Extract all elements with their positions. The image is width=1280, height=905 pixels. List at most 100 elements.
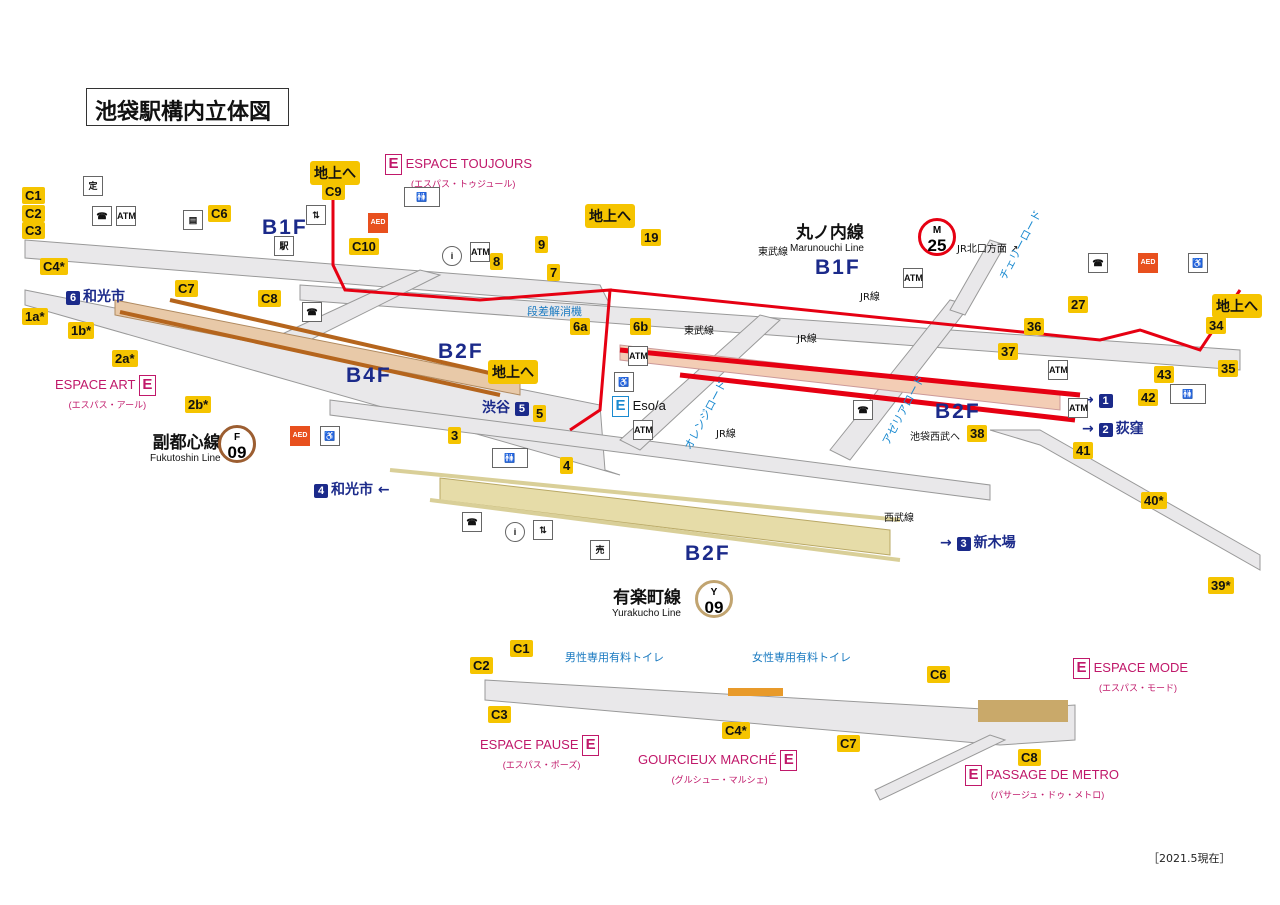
exit-3[interactable]: 3 <box>448 427 462 444</box>
yurakucho-platform <box>439 477 891 556</box>
exit-c1[interactable]: C1 <box>22 187 45 204</box>
east-corridor <box>989 429 1261 571</box>
restroom-icon: 🚻 <box>492 448 528 468</box>
exit-35[interactable]: 35 <box>1218 360 1239 377</box>
exit-1a[interactable]: 1a* <box>22 308 48 325</box>
phone-icon: ☎ <box>853 400 873 420</box>
floor-label-b2f: B2F <box>935 400 981 423</box>
seibu-dept-direction: 池袋西武へ <box>910 432 960 443</box>
gourcieux-marche[interactable]: GOURCIEUX MARCHÉ E(グルシュー・マルシェ) <box>638 750 798 786</box>
exit-c3[interactable]: C3 <box>22 222 45 239</box>
exit-c9[interactable]: C9 <box>322 183 345 200</box>
espace-mode-shop <box>978 700 1068 722</box>
lower-exit-c8[interactable]: C8 <box>1018 749 1041 766</box>
espace-art[interactable]: ESPACE ART E(エスパス・アール) <box>55 375 156 411</box>
floor-label-b2f: B2F <box>685 542 731 565</box>
exit-c6[interactable]: C6 <box>208 205 231 222</box>
esola-shop[interactable]: E Eso/a <box>612 396 666 417</box>
exit-19[interactable]: 19 <box>641 229 662 246</box>
floor-label-b2f: B2F <box>438 340 484 363</box>
lower-exit-c6[interactable]: C6 <box>927 666 950 683</box>
elevator-icon: ⇅ <box>306 205 326 225</box>
exit-5[interactable]: 5 <box>533 405 547 422</box>
passage-de-metro[interactable]: E PASSAGE DE METRO(パサージュ・ドゥ・メトロ) <box>965 765 1119 801</box>
lower-exit-c4[interactable]: C4* <box>722 722 750 739</box>
exit-c2[interactable]: C2 <box>22 205 45 222</box>
exit-9[interactable]: 9 <box>535 236 549 253</box>
exit-2b[interactable]: 2b* <box>185 396 212 413</box>
atm-icon: ATM <box>628 346 648 366</box>
tobu-line-label: 東武線 <box>758 247 788 258</box>
exit-42[interactable]: 42 <box>1138 389 1159 406</box>
exit-c8[interactable]: C8 <box>258 290 281 307</box>
step-lift-label: 段差解消機 <box>527 305 582 318</box>
lower-exit-c2[interactable]: C2 <box>470 657 493 674</box>
atm-icon: ATM <box>1048 360 1068 380</box>
restroom-icon: 🚻 <box>1170 384 1206 404</box>
exit-7[interactable]: 7 <box>547 264 561 281</box>
exit-40[interactable]: 40* <box>1141 492 1167 509</box>
exit-c4[interactable]: C4* <box>40 258 68 275</box>
exit-39[interactable]: 39* <box>1208 577 1234 594</box>
phone-icon: ☎ <box>1088 253 1108 273</box>
atm-icon: ATM <box>633 420 653 440</box>
exit-6b[interactable]: 6b <box>630 318 652 335</box>
phone-icon: ☎ <box>92 206 112 226</box>
exit-c7[interactable]: C7 <box>175 280 198 297</box>
lower-exit-c7[interactable]: C7 <box>837 735 860 752</box>
exit-1b[interactable]: 1b* <box>68 322 95 339</box>
exit-38[interactable]: 38 <box>967 425 988 442</box>
exit-43[interactable]: 43 <box>1154 366 1175 383</box>
jr-line-label: JR線 <box>716 429 736 440</box>
espace-mode[interactable]: E ESPACE MODE(エスパス・モード) <box>1073 658 1188 694</box>
to-ground-label: 地上へ <box>488 360 538 384</box>
jr-north-direction: JR北口方面 ↗ <box>957 244 1019 255</box>
locker-icon: ▤ <box>183 210 203 230</box>
page-title: 池袋駅構内立体図 <box>86 88 289 126</box>
mens-paid-toilet-label: 男性専用有料トイレ <box>565 651 664 664</box>
espace-toujours[interactable]: E ESPACE TOUJOURS(エスパス・トゥジュール) <box>385 154 532 190</box>
floor-label-b4f: B4F <box>346 364 392 387</box>
info-icon: i <box>442 246 462 266</box>
direction-shibuya: 渋谷 5 <box>482 397 532 417</box>
passage-de-metro-ramp <box>874 734 1007 801</box>
exit-41[interactable]: 41 <box>1073 442 1094 459</box>
to-ground-label: 地上へ <box>585 204 635 228</box>
espace-pause[interactable]: ESPACE PAUSE E(エスパス・ポーズ) <box>480 735 600 771</box>
station-office-icon: 駅 <box>274 236 294 256</box>
exit-2a[interactable]: 2a* <box>112 350 138 367</box>
exit-8[interactable]: 8 <box>490 253 504 270</box>
date-note: ［2021.5現在］ <box>1148 852 1231 865</box>
atm-icon: ATM <box>903 268 923 288</box>
lower-exit-c1[interactable]: C1 <box>510 640 533 657</box>
exit-34[interactable]: 34 <box>1206 317 1227 334</box>
shop-icon: 売 <box>590 540 610 560</box>
fukutoshin-platform <box>114 299 521 396</box>
wheelchair-icon: ♿ <box>614 372 634 392</box>
jr-line-label: JR線 <box>860 292 880 303</box>
info-icon: i <box>505 522 525 542</box>
restroom-icon: 🚻 <box>404 187 440 207</box>
exit-6a[interactable]: 6a <box>570 318 591 335</box>
seibu-line-label: 西武線 <box>884 513 914 524</box>
exit-37[interactable]: 37 <box>998 343 1019 360</box>
lower-exit-c3[interactable]: C3 <box>488 706 511 723</box>
exit-36[interactable]: 36 <box>1024 318 1045 335</box>
exit-4[interactable]: 4 <box>560 457 574 474</box>
exit-c10[interactable]: C10 <box>349 238 379 255</box>
womens-paid-toilet-label: 女性専用有料トイレ <box>752 651 851 664</box>
b2f-south-corridor <box>329 399 991 501</box>
exit-27[interactable]: 27 <box>1068 296 1089 313</box>
wheelchair-icon: ♿ <box>1188 253 1208 273</box>
atm-icon: ATM <box>1068 398 1088 418</box>
atm-icon: ATM <box>116 206 136 226</box>
